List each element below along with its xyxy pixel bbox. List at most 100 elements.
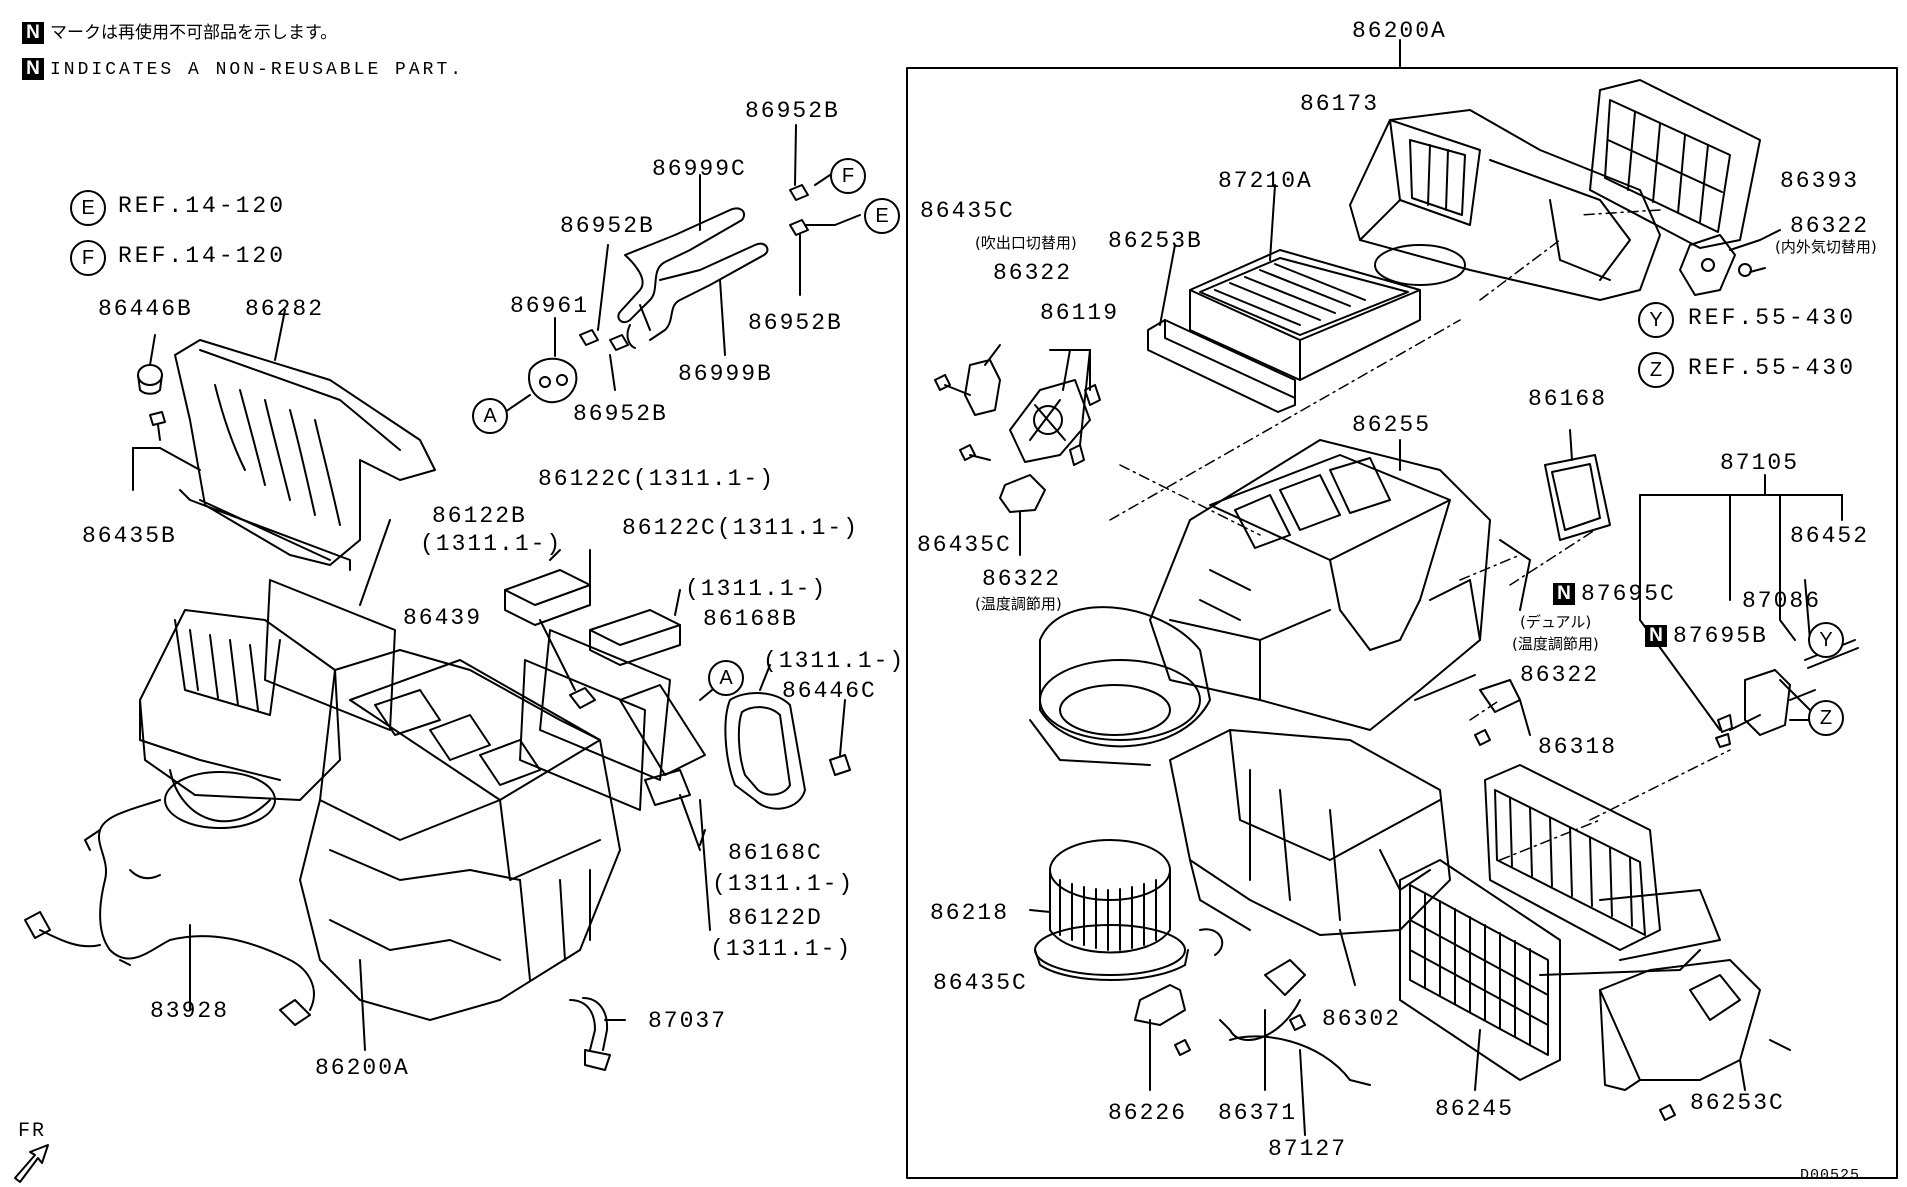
label-86253B: 86253B [1108, 228, 1203, 254]
label-86168: 86168 [1528, 386, 1608, 412]
label-87695C-text: 87695C [1581, 581, 1676, 608]
label-87695B: N 87695B [1645, 625, 1768, 648]
legend-line-en: N INDICATES A NON-REUSABLE PART. [22, 58, 464, 80]
label-86322-mb: 86322 [982, 566, 1062, 592]
gasket-86168B [724, 664, 806, 810]
label-86245: 86245 [1435, 1096, 1515, 1122]
label-86200A-top: 86200A [1352, 18, 1447, 44]
label-87105: 87105 [1720, 450, 1800, 476]
label-86435C-b: 86435C [917, 532, 1012, 558]
connector-y: Y [1808, 622, 1844, 658]
actuator-86322-left [964, 344, 1001, 416]
filter-frame-86393 [1589, 79, 1761, 249]
non-reusable-mark: N [22, 58, 44, 80]
connector-e: E [864, 198, 900, 234]
label-86435C-a: 86435C [920, 198, 1015, 224]
non-reusable-mark: N [1645, 625, 1667, 647]
label-87695C: N 87695C [1553, 583, 1676, 606]
label-86393: 86393 [1780, 168, 1860, 194]
grommet-86961 [528, 317, 578, 404]
label-86322-c: 86322 [1520, 662, 1600, 688]
intake-box-86173 [1349, 109, 1661, 301]
case-86255 [1149, 439, 1531, 731]
sensor-86371-and-harness-87127 [1199, 928, 1371, 1136]
duct-86282 [174, 309, 436, 571]
assembly-frame [906, 67, 1898, 1179]
label-86999C: 86999C [652, 156, 747, 182]
label-87210A: 87210A [1218, 168, 1313, 194]
evaporator [1484, 764, 1721, 976]
note-86322-dual-1: (デュアル) [1520, 613, 1592, 631]
pipes-86999 [617, 174, 769, 356]
fr-arrow [14, 1144, 49, 1183]
label-86435B: 86435B [82, 523, 177, 549]
ref-y-text: REF.55-430 [1688, 305, 1857, 331]
label-87086: 87086 [1742, 588, 1822, 614]
note-86122D: (1311.1-) [710, 936, 853, 962]
actuator-86322-mid [999, 474, 1046, 556]
plate-86168C [644, 769, 701, 851]
label-86318: 86318 [1538, 734, 1618, 760]
label-86122D: 86122D [728, 905, 823, 931]
label-86322-tr: 86322 [1790, 213, 1870, 239]
gaskets-86122 [264, 519, 711, 931]
seal-86253B [1147, 244, 1296, 413]
note-86322-tr: (内外気切替用) [1775, 238, 1877, 256]
label-86122C-b: 86122C(1311.1-) [622, 515, 860, 541]
ref-circle-e: E [70, 190, 106, 226]
label-86999B: 86999B [678, 361, 773, 387]
label-86452: 86452 [1790, 523, 1870, 549]
label-86253C: 86253C [1690, 1090, 1785, 1116]
clip-86439 [539, 619, 596, 709]
label-86435C-c: 86435C [933, 970, 1028, 996]
heater-core-86245 [1399, 859, 1561, 1091]
label-87695B-text: 87695B [1673, 623, 1768, 650]
label-86282: 86282 [245, 296, 325, 322]
connector-a: A [472, 398, 508, 434]
label-86226: 86226 [1108, 1100, 1188, 1126]
blower-fan-86218 [1029, 839, 1189, 981]
label-fr: FR [18, 1120, 47, 1143]
label-86371: 86371 [1218, 1100, 1298, 1126]
grommet-86446C [829, 699, 851, 776]
actuator-86322-right [1679, 229, 1781, 296]
lower-case-86302 [1169, 729, 1451, 986]
note-86322-mb: (温度調節用) [975, 595, 1062, 613]
bracket-86226 [1134, 984, 1191, 1091]
cabin-filter-87210A [1189, 184, 1421, 381]
screws [934, 374, 991, 461]
connector-f: F [830, 158, 866, 194]
blower-housing [1029, 606, 1211, 766]
screw-86435B [132, 411, 201, 491]
label-86952B-1: 86952B [745, 98, 840, 124]
label-86952B-4: 86952B [573, 401, 668, 427]
sensor-86318 [1414, 674, 1531, 746]
ref-circle-y: Y [1638, 302, 1674, 338]
label-86200A-bottom: 86200A [315, 1055, 410, 1081]
ref-e-text: REF.14-120 [118, 193, 287, 219]
label-86168C: 86168C [728, 840, 823, 866]
label-86119: 86119 [1040, 300, 1120, 326]
hvac-assembly-86200A [139, 609, 621, 1051]
label-86255: 86255 [1352, 412, 1432, 438]
legend-text-jp: マークは再使用不可部品を示します。 [50, 23, 338, 43]
label-86322-ml: 86322 [993, 260, 1073, 286]
label-86961: 86961 [510, 293, 590, 319]
ref-circle-z: Z [1638, 352, 1674, 388]
label-86952B-2: 86952B [560, 213, 655, 239]
bracket-86253C [1599, 959, 1791, 1121]
clamps-86952B [579, 124, 809, 391]
label-86446C: 86446C [782, 678, 877, 704]
drawing-number: D00525 [1800, 1167, 1861, 1184]
grommet-86446B [137, 334, 163, 395]
non-reusable-mark: N [1553, 583, 1575, 605]
label-86952B-3: 86952B [748, 310, 843, 336]
harness-83928 [24, 799, 315, 1026]
label-86439: 86439 [403, 605, 483, 631]
label-86446B: 86446B [98, 296, 193, 322]
label-86168B: 86168B [703, 606, 798, 632]
legend-text-en: INDICATES A NON-REUSABLE PART. [50, 59, 465, 80]
note-86322-dual-2: (温度調節用) [1512, 635, 1599, 653]
